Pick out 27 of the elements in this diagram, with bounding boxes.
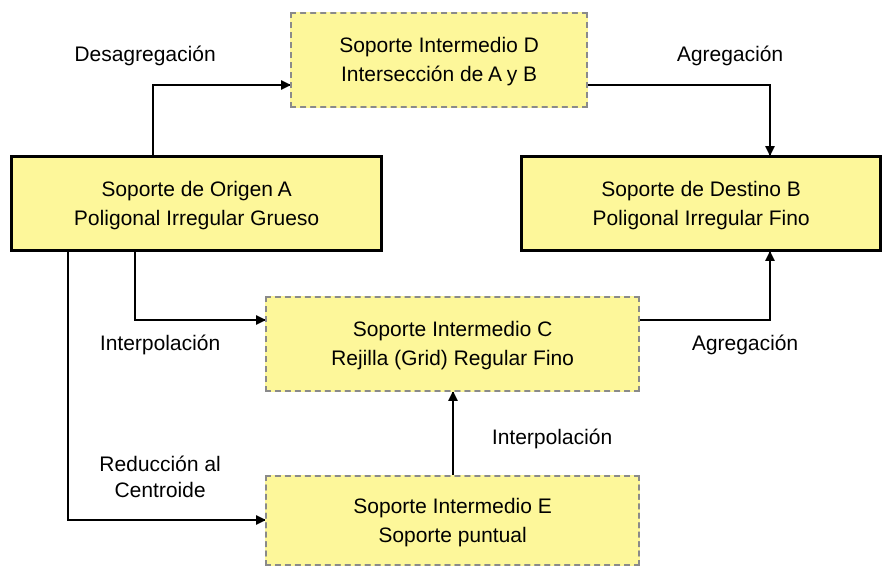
process-box	[10, 155, 383, 252]
edge-label: Agregación	[676, 43, 784, 66]
arrow	[640, 251, 775, 321]
edge-label: Reducción al Centroide	[99, 453, 221, 502]
process-box	[265, 475, 640, 566]
box-text: Rejilla (Grid) Regular Fino	[331, 346, 574, 372]
box-text: Poligonal Irregular Fino	[592, 206, 810, 232]
arrow	[67, 252, 266, 525]
process-box	[265, 296, 640, 392]
edge-label: Interpolación	[492, 426, 612, 449]
box-text: Soporte puntual	[378, 522, 527, 548]
arrow	[134, 252, 266, 325]
process-box	[520, 155, 882, 252]
edge-label: Agregación	[692, 332, 798, 355]
arrow	[588, 84, 775, 156]
process-box	[290, 12, 588, 108]
box-text: Intersección de A y B	[340, 62, 538, 88]
edge-label: Desagregación	[74, 43, 216, 66]
box-text: Soporte Intermedio E	[353, 494, 552, 520]
box-text: Soporte de Destino B	[601, 176, 801, 202]
box-text: Soporte Intermedio D	[339, 33, 539, 59]
edge-label: Interpolación	[100, 332, 220, 355]
box-text: Soporte Intermedio C	[352, 317, 552, 343]
box-text: Poligonal Irregular Grueso	[74, 206, 320, 232]
box-text: Soporte de Origen A	[101, 176, 292, 202]
arrow	[152, 80, 291, 155]
arrow	[448, 391, 458, 475]
